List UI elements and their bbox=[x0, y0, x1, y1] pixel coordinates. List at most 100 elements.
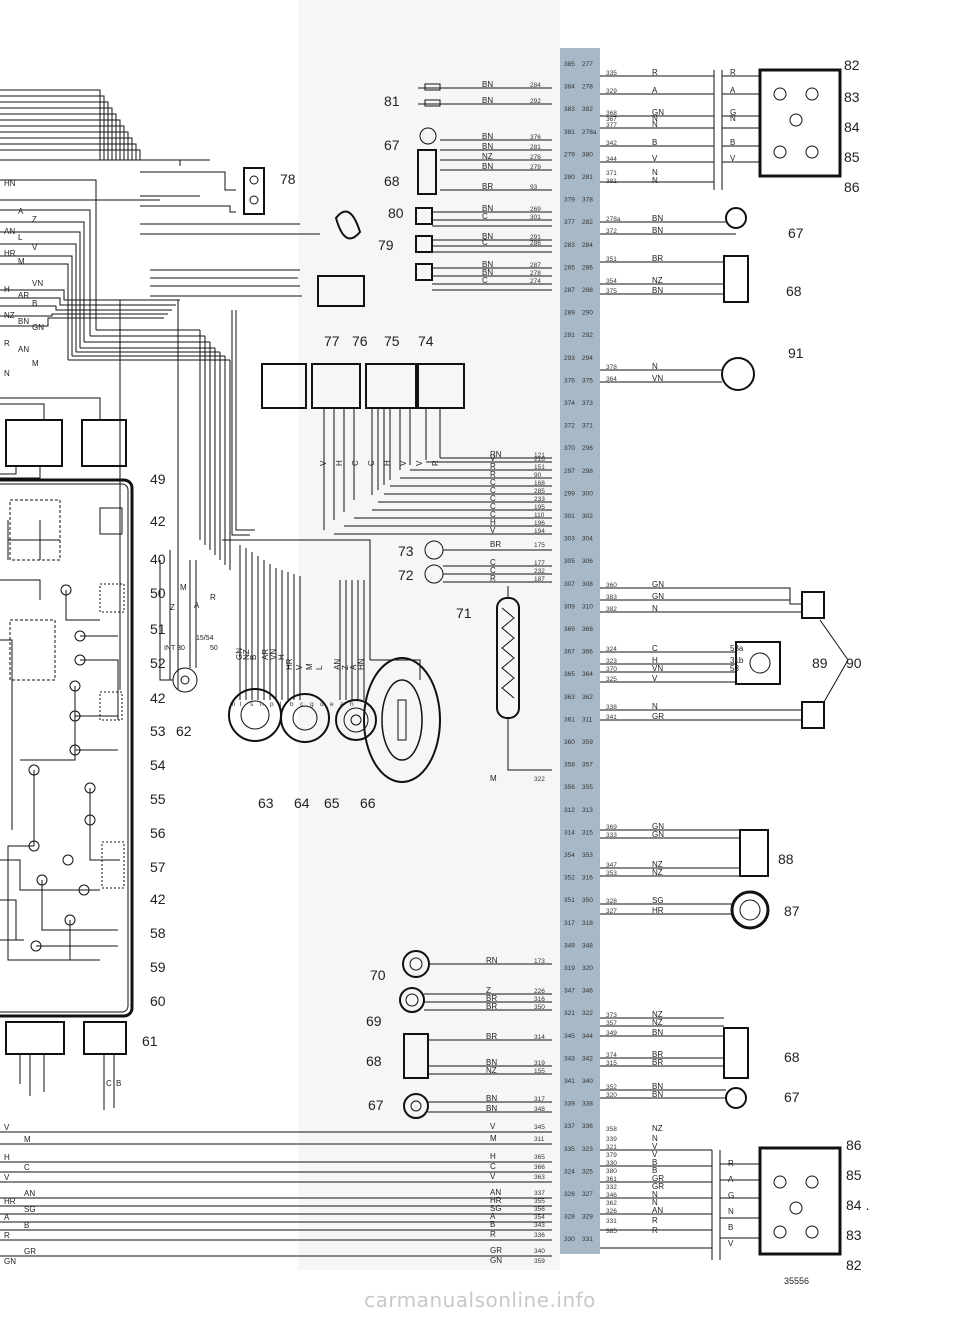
callout-71: 71 bbox=[456, 605, 472, 621]
connector-top-color: GN bbox=[652, 108, 664, 117]
callout-60: 60 bbox=[150, 993, 166, 1009]
bus-wire-color: GR bbox=[490, 1246, 502, 1255]
switch-64-wire-label: VN bbox=[269, 649, 278, 660]
connector-top-color: N bbox=[652, 176, 658, 185]
left-wire-label: H bbox=[4, 285, 10, 294]
band-reference-number: 382 bbox=[582, 106, 593, 113]
callout-72: 72 bbox=[398, 567, 414, 583]
relay-wire-label: H bbox=[335, 460, 344, 466]
lower-wire-color: BR bbox=[486, 1002, 497, 1011]
band-reference-number: 385 bbox=[564, 61, 575, 68]
bus-wire-color: V bbox=[490, 1172, 496, 1181]
callout-81: 81 bbox=[384, 93, 400, 109]
mid-wire-number: 285 bbox=[534, 488, 545, 495]
band-reference-number: 300 bbox=[582, 490, 593, 497]
band-reference-number: 366 bbox=[582, 649, 593, 656]
lower-wire-number: 173 bbox=[534, 958, 545, 965]
bottom-wire-label: B bbox=[24, 1221, 29, 1230]
band-reference-number: 281 bbox=[582, 174, 593, 181]
switch-terminal-label: l bbox=[240, 701, 242, 708]
band-reference-number: 345 bbox=[564, 1033, 575, 1040]
band-reference-number: 314 bbox=[564, 829, 575, 836]
band-reference-number: 296 bbox=[582, 445, 593, 452]
left-wire-label: VN bbox=[32, 279, 43, 288]
mid-wire-color: C bbox=[490, 558, 496, 567]
top-wire-number: 93 bbox=[530, 184, 538, 191]
band-reference-number: 336 bbox=[582, 1123, 593, 1130]
connector-top-number: 367 bbox=[606, 116, 617, 123]
lower-wire-number: 317 bbox=[534, 1096, 545, 1103]
connector-top-number: 368 bbox=[606, 110, 617, 117]
callout-83: 83 bbox=[844, 89, 860, 105]
mid-wire-number: 232 bbox=[534, 568, 545, 575]
band-reference-number: 358 bbox=[564, 762, 575, 769]
bottom-wire-label: V bbox=[4, 1173, 10, 1182]
bus-wire-number: 356 bbox=[534, 1206, 545, 1213]
left-wire-label: B bbox=[32, 299, 37, 308]
callout-73: 73 bbox=[398, 543, 414, 559]
band-reference-number: 312 bbox=[564, 807, 575, 814]
switch-terminal-label: a bbox=[340, 701, 344, 708]
band-reference-number: 339 bbox=[564, 1101, 575, 1108]
top-wire-number: 274 bbox=[530, 278, 541, 285]
motor-89-terminal: 53a bbox=[730, 644, 744, 653]
switch-68b-color: BN bbox=[652, 1028, 663, 1037]
band-reference-number: 305 bbox=[564, 558, 575, 565]
band-reference-number: 322 bbox=[582, 1010, 593, 1017]
band-reference-number: 363 bbox=[564, 694, 575, 701]
bus-wire-number: 354 bbox=[534, 1214, 545, 1221]
connector-top-number: 344 bbox=[606, 156, 617, 163]
switch-68b-color: NZ bbox=[652, 1010, 663, 1019]
band-reference-number: 375 bbox=[582, 377, 593, 384]
band-reference-number: 371 bbox=[582, 423, 593, 430]
top-wire-color: BN bbox=[482, 268, 493, 277]
mid-wire-color: C bbox=[490, 566, 496, 575]
band-reference-number: 291 bbox=[564, 332, 575, 339]
mid-wire-color: C bbox=[490, 494, 496, 503]
band-reference-number: 290 bbox=[582, 310, 593, 317]
callout-50: 50 bbox=[150, 585, 166, 601]
callout-42: 42 bbox=[150, 513, 166, 529]
band-reference-number: 316 bbox=[582, 875, 593, 882]
band-reference-number: 342 bbox=[582, 1055, 593, 1062]
switch-terminal-label: s bbox=[250, 701, 254, 708]
relay-88-number: 353 bbox=[606, 870, 617, 877]
heater-67b-color: BN bbox=[652, 1082, 663, 1091]
top-wire-color: C bbox=[482, 276, 488, 285]
band-reference-number: 372 bbox=[564, 423, 575, 430]
band-reference-number: 283 bbox=[564, 242, 575, 249]
band-reference-number: 331 bbox=[582, 1236, 593, 1243]
top-wire-color: C bbox=[482, 238, 488, 247]
motor-89-color: H bbox=[652, 656, 658, 665]
band-reference-number: 380 bbox=[582, 151, 593, 158]
relay-88-number: 347 bbox=[606, 862, 617, 869]
callout-75: 75 bbox=[384, 333, 400, 349]
motor-89-number: 370 bbox=[606, 666, 617, 673]
band-reference-number: 282 bbox=[582, 219, 593, 226]
connector-bottom-number: 385 bbox=[606, 1228, 617, 1235]
connector-bottom-terminal: V bbox=[728, 1239, 734, 1248]
band-reference-number: 315 bbox=[582, 829, 593, 836]
mid-wire-number: 177 bbox=[534, 560, 545, 567]
callout-86: 86 bbox=[844, 179, 860, 195]
switch-terminal-label: c bbox=[300, 701, 304, 708]
connector-bottom-number: 326 bbox=[606, 1208, 617, 1215]
callout-77: 77 bbox=[324, 333, 340, 349]
bus-wire-number: 336 bbox=[534, 1232, 545, 1239]
connector-top-number: 371 bbox=[606, 170, 617, 177]
left-wire-label: NZ bbox=[4, 311, 15, 320]
connector-top-number: 377 bbox=[606, 122, 617, 129]
sender-91-number: 378 bbox=[606, 364, 617, 371]
connector-bottom-color: V bbox=[652, 1150, 658, 1159]
mid-wire-number: 195 bbox=[534, 504, 545, 511]
switch-68b-number: 373 bbox=[606, 1012, 617, 1019]
connector-top-terminal: A bbox=[730, 86, 736, 95]
lower-wire-number: 316 bbox=[534, 996, 545, 1003]
bus-wire-number: 340 bbox=[534, 1248, 545, 1255]
band-reference-number: 287 bbox=[564, 287, 575, 294]
connector-top-terminal: B bbox=[730, 138, 735, 147]
label-b: B bbox=[116, 1079, 121, 1088]
connector-bottom-number: 330 bbox=[606, 1160, 617, 1167]
label-z: Z bbox=[170, 603, 175, 612]
switch-66-wire-label: HN bbox=[357, 658, 366, 670]
